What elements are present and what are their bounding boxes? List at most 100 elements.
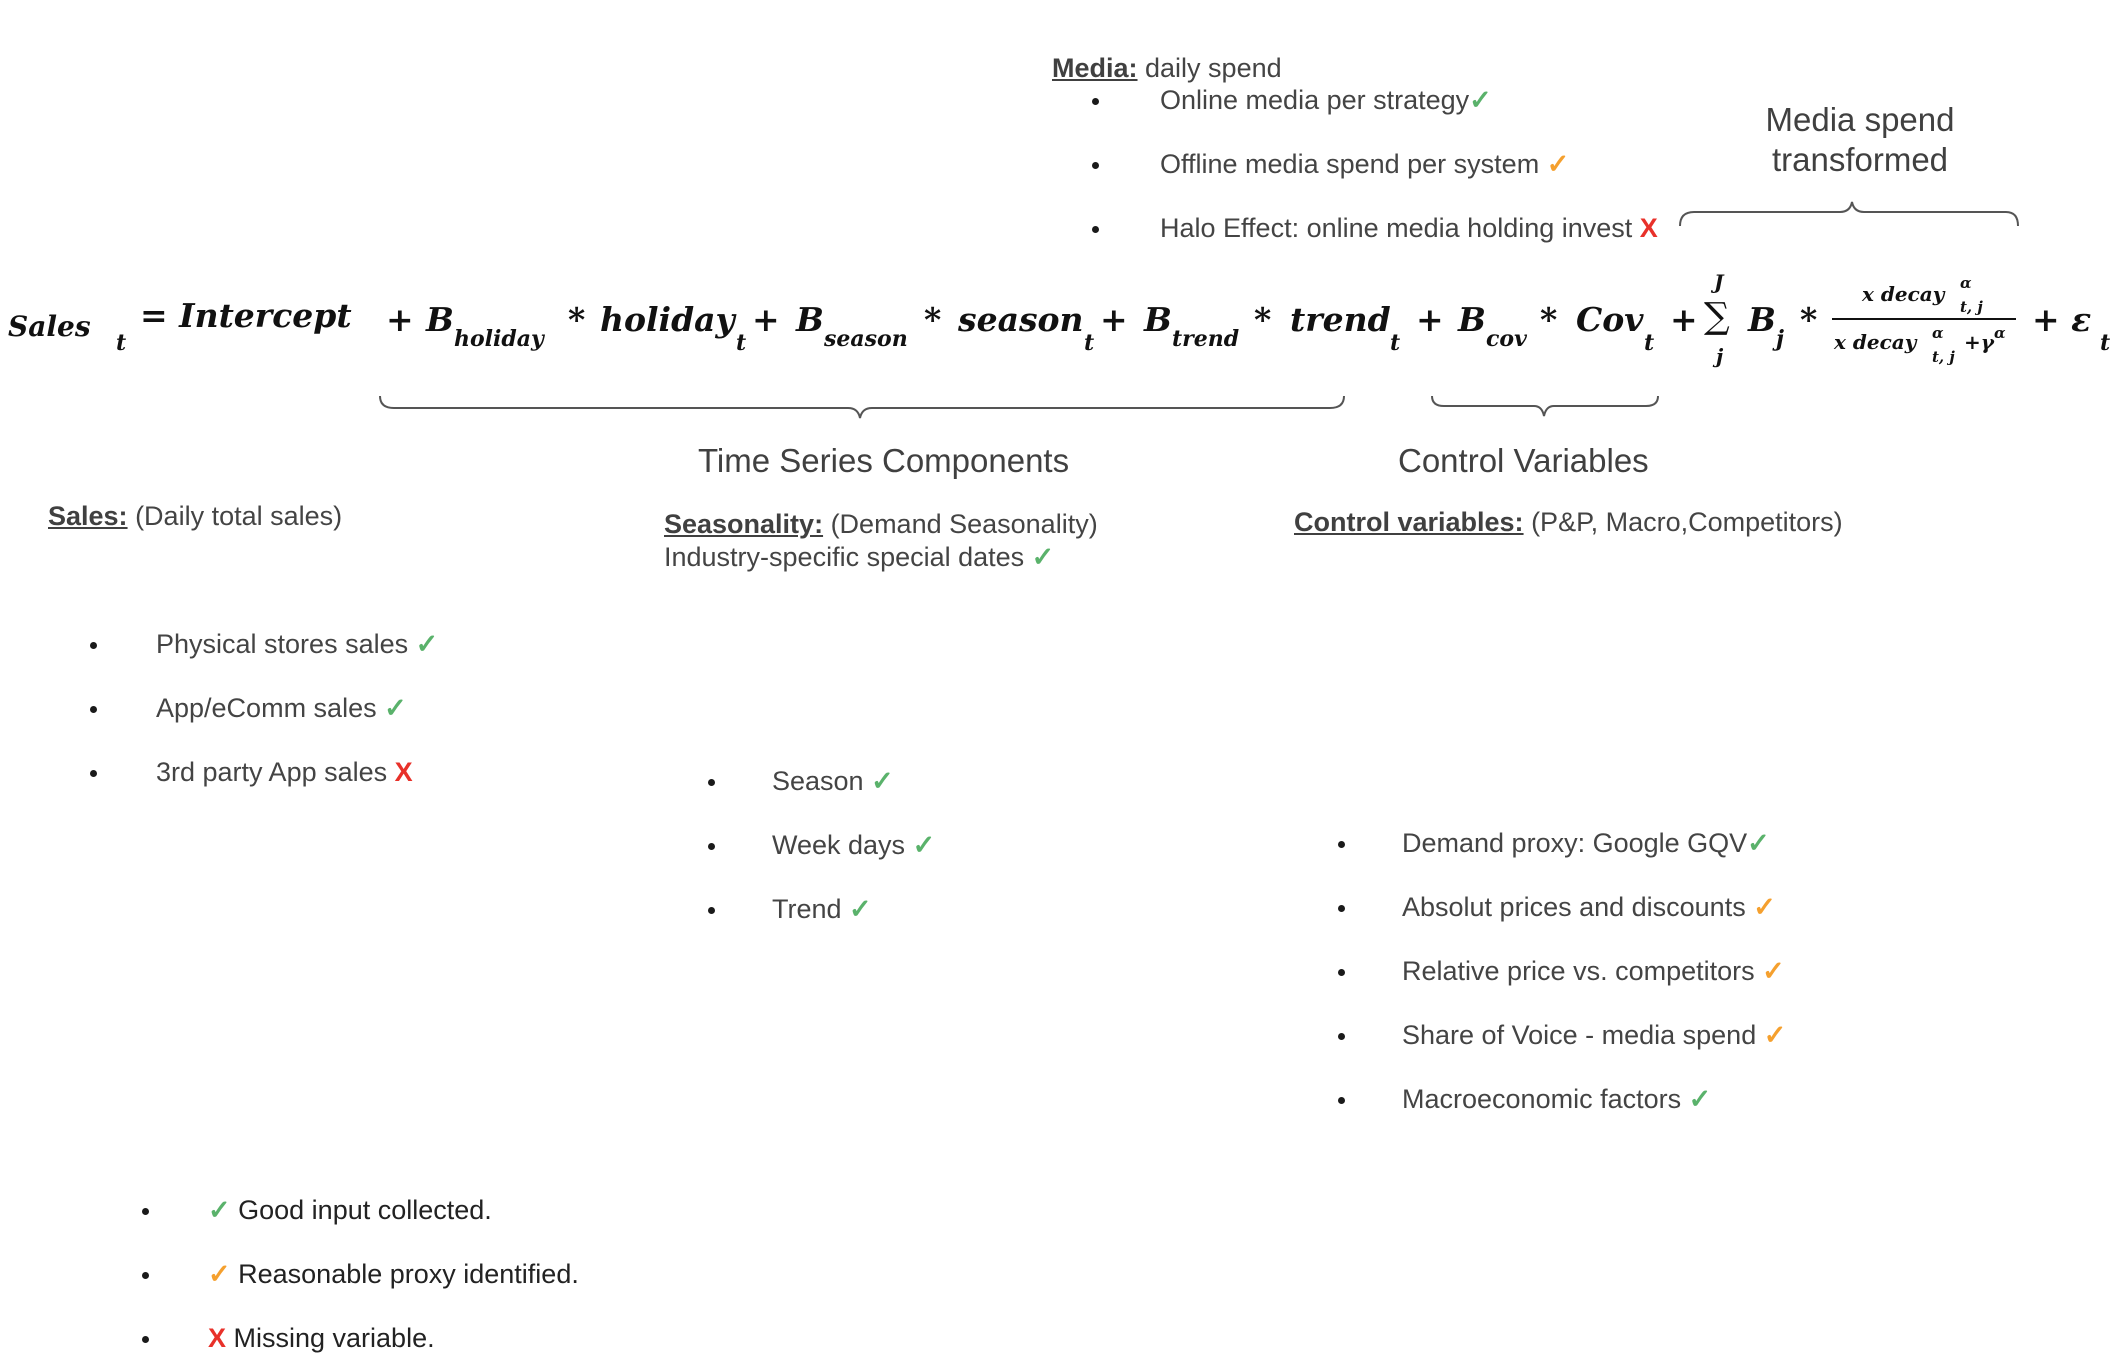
eq-sub-trend: trend: [1172, 326, 1240, 352]
control-label: Control Variables: [1398, 442, 1649, 479]
eq-gamma: +γ: [1964, 330, 1994, 354]
control-heading: Control variables:: [1294, 507, 1524, 537]
sales-item-app: App/eComm sales ✓: [90, 692, 2128, 724]
sales-item-3rdparty: 3rd party App sales X: [90, 756, 2128, 788]
bullet-icon: [708, 843, 715, 850]
eq-den-tj: t, j: [1932, 348, 1955, 366]
eq-star: *: [924, 300, 942, 339]
check-icon: ✓: [1688, 1084, 1712, 1114]
check-icon: ✓: [1031, 542, 1055, 572]
sales-section: Sales: (Daily total sales): [48, 500, 342, 532]
eq-b-j: B: [1748, 300, 1776, 339]
eq-sum-bottom: j: [1716, 344, 1724, 368]
eq-plus: +: [1416, 300, 1444, 339]
check-icon: ✓: [1747, 828, 1770, 858]
eq-cov: Cov: [1576, 300, 1644, 339]
seasonality-item-season: Season ✓: [708, 765, 2128, 797]
eq-plus: +: [1670, 300, 1698, 339]
eq-sub-holiday: holiday: [454, 326, 544, 352]
eq-holiday: holiday: [600, 300, 735, 339]
eq-gamma-alpha: α: [1994, 324, 2006, 342]
legend-item-proxy: ✓ Reasonable proxy identified.: [142, 1258, 2128, 1290]
eq-sub-j: j: [1776, 326, 1784, 352]
eq-star: *: [1254, 300, 1272, 339]
eq-plus: +: [752, 300, 780, 339]
control-item-label: Share of Voice - media spend: [1402, 1020, 1764, 1050]
seasonality-description: (Demand Seasonality): [823, 509, 1098, 539]
eq-numerator: x decay: [1862, 282, 1945, 306]
check-icon: ✓: [415, 629, 439, 659]
check-icon: ✓: [871, 766, 894, 796]
sigma-icon: ∑: [1704, 296, 1730, 337]
check-icon: ✓: [912, 830, 936, 860]
control-item-demand: Demand proxy: Google GQV✓: [1338, 827, 2128, 859]
bullet-icon: [90, 770, 97, 777]
eq-denominator: x decay: [1834, 330, 1917, 354]
cross-icon: X: [394, 757, 413, 787]
bullet-icon: [708, 779, 715, 786]
eq-epsilon: + ε: [2032, 300, 2092, 339]
eq-num-alpha: α: [1960, 274, 1972, 292]
media-item-label: Halo Effect: online media holding invest: [1160, 213, 1640, 243]
check-icon: ✓: [1762, 956, 1785, 986]
eq-sum-top: J: [1714, 270, 1724, 294]
check-icon: ✓: [1469, 85, 1492, 115]
eq-b-trend: B: [1144, 300, 1172, 339]
bullet-icon: [90, 642, 97, 649]
control-description: (P&P, Macro,Competitors): [1523, 507, 1843, 537]
legend-label: Missing variable.: [226, 1323, 435, 1353]
eq-star: *: [1540, 300, 1558, 339]
control-section: Control variables: (P&P, Macro,Competito…: [1294, 506, 1843, 538]
bullet-icon: [142, 1272, 149, 1279]
legend-label: Reasonable proxy identified.: [230, 1259, 579, 1289]
special-dates-label: Industry-specific special dates: [664, 542, 1032, 572]
eq-holiday-t: t: [736, 330, 747, 356]
control-item-label: Demand proxy: Google GQV: [1402, 828, 1748, 858]
media-transformed-line2: transformed: [1771, 141, 1949, 178]
control-item-prices: Absolut prices and discounts ✓: [1338, 891, 2128, 923]
eq-den-alpha: α: [1932, 324, 1944, 342]
control-item-label: Absolut prices and discounts: [1402, 892, 1754, 922]
eq-epsilon-t: t: [2100, 330, 2111, 356]
media-item-online: Online media per strategy✓: [1092, 84, 2128, 116]
eq-sub-cov: cov: [1486, 326, 1527, 352]
eq-season-t: t: [1084, 330, 1095, 356]
eq-trend-t: t: [1390, 330, 1401, 356]
media-section: Media: daily spend: [1052, 52, 1282, 84]
bullet-icon: [1338, 969, 1345, 976]
seasonality-section: Seasonality: (Demand Seasonality): [664, 508, 1098, 540]
cross-icon: X: [1639, 213, 1658, 243]
legend-item-missing: X Missing variable.: [142, 1322, 2128, 1354]
bullet-icon: [90, 706, 97, 713]
bullet-icon: [1092, 162, 1099, 169]
eq-star: *: [1800, 300, 1818, 339]
check-icon: ✓: [208, 1195, 231, 1225]
sales-item-physical: Physical stores sales ✓: [90, 628, 2128, 660]
media-description: daily spend: [1137, 53, 1282, 83]
seasonality-item-label: Season: [772, 766, 872, 796]
bullet-icon: [1338, 1097, 1345, 1104]
eq-num-tj: t, j: [1960, 298, 1983, 316]
sales-item-label: App/eComm sales: [156, 693, 385, 723]
bullet-icon: [1092, 98, 1099, 105]
check-icon: ✓: [1546, 149, 1570, 179]
eq-plus: +: [1100, 300, 1128, 339]
control-item-relative: Relative price vs. competitors ✓: [1338, 955, 2128, 987]
seasonality-item-label: Week days: [772, 830, 913, 860]
media-transformed-caption: Media spend transformed: [1700, 100, 2020, 180]
bullet-icon: [1092, 226, 1099, 233]
legend-item-good: ✓ Good input collected.: [142, 1194, 2128, 1226]
sales-item-label: Physical stores sales: [156, 629, 416, 659]
eq-sub-season: season: [824, 326, 908, 352]
media-item-label: Online media per strategy: [1160, 85, 1470, 115]
eq-cov-t: t: [1644, 330, 1655, 356]
eq-b-holiday: B: [426, 300, 454, 339]
bullet-icon: [1338, 841, 1345, 848]
check-icon: ✓: [849, 894, 872, 924]
time-series-label: Time Series Components: [698, 442, 1070, 479]
control-item-label: Relative price vs. competitors: [1402, 956, 1763, 986]
bullet-icon: [142, 1336, 149, 1343]
seasonality-heading: Seasonality:: [664, 509, 824, 539]
eq-b-cov: B: [1458, 300, 1486, 339]
eq-intercept: = Intercept: [140, 296, 352, 335]
